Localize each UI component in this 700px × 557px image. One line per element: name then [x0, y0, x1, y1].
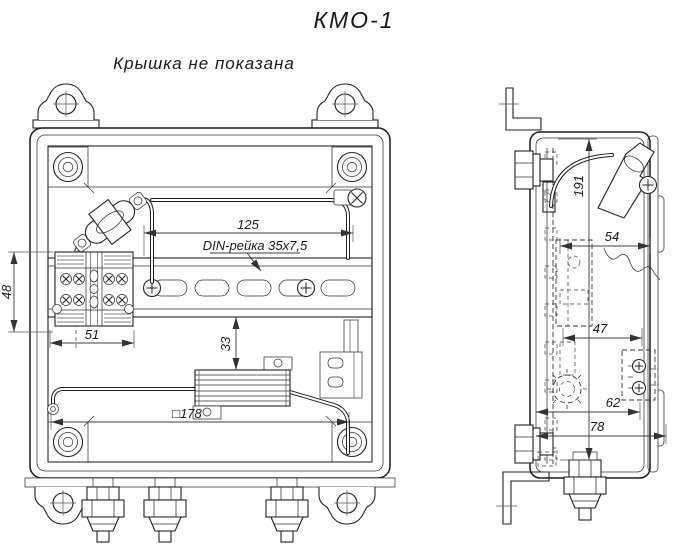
side-view: 191 54 47 62 78 — [496, 87, 667, 525]
din-rail-label: DIN-рейка 35x7,5 — [203, 238, 308, 253]
corner-screw-bottom-left — [52, 426, 84, 458]
dim-78-label: 78 — [590, 419, 605, 434]
dim-54-label: 54 — [605, 229, 619, 244]
dim-rail-to-resistor: 33 — [218, 317, 240, 370]
dim-side-54: 54 — [559, 229, 651, 254]
dim-33-label: 33 — [218, 336, 233, 351]
dim-panel-square: □178 — [50, 406, 350, 430]
din-rail-callout: DIN-рейка 35x7,5 — [203, 238, 308, 272]
side-cable-gland — [563, 451, 607, 521]
cable-clamp-bracket — [319, 319, 363, 399]
side-hex-bolt-top — [514, 150, 554, 190]
dim-side-78: 78 — [536, 419, 667, 444]
dim-side-47: 47 — [562, 321, 643, 346]
cable-gland-1 — [81, 477, 125, 543]
cover-note: Крышка не показана — [113, 54, 295, 73]
dim-din-rail-length: 125 — [143, 217, 354, 256]
front-view: 125 DIN-рейка 35x7,5 48 51 33 □178 — [0, 83, 396, 543]
side-terminal-block-hidden — [555, 239, 593, 327]
mounting-ear-top-left — [32, 83, 100, 129]
dim-62-label: 62 — [606, 395, 621, 410]
corner-screw-bottom-right — [336, 426, 368, 458]
side-resistor-hidden — [537, 349, 659, 467]
side-wiring — [549, 153, 661, 281]
cable-gland-2 — [143, 477, 187, 543]
corner-screw-top-right — [336, 151, 368, 183]
wire-clip — [47, 403, 59, 415]
drawing-title: КМО-1 — [313, 7, 394, 33]
ground-screw — [333, 188, 367, 208]
corner-screw-top-left — [52, 151, 84, 183]
enclosure-body — [24, 127, 396, 488]
dim-51-label: 51 — [85, 327, 99, 342]
mounting-ear-bottom-right — [318, 487, 376, 525]
side-bracket-top — [499, 87, 542, 131]
terminal-block — [52, 251, 134, 327]
side-enclosure-body — [529, 131, 665, 479]
dim-48-label: 48 — [0, 284, 14, 299]
terminal-screws — [60, 273, 128, 306]
dim-terminal-width: 51 — [49, 327, 135, 348]
dim-side-62: 62 — [536, 395, 641, 420]
side-bracket-bottom — [496, 471, 550, 525]
coiled-wire — [603, 247, 661, 281]
dim-191-label: 191 — [571, 175, 586, 197]
din-rail-screw-right — [296, 278, 316, 298]
mounting-ear-top-right — [311, 83, 379, 129]
side-gland-nut-hidden — [547, 341, 587, 409]
thermostat — [73, 191, 147, 253]
dim-125-label: 125 — [237, 217, 259, 232]
dim-side-height: 191 — [558, 138, 597, 461]
dim-178-label: □178 — [172, 406, 202, 421]
dim-terminal-height: 48 — [0, 251, 53, 333]
cable-gland-3 — [265, 477, 309, 543]
dim-47-label: 47 — [593, 321, 608, 336]
resistor — [192, 356, 293, 420]
